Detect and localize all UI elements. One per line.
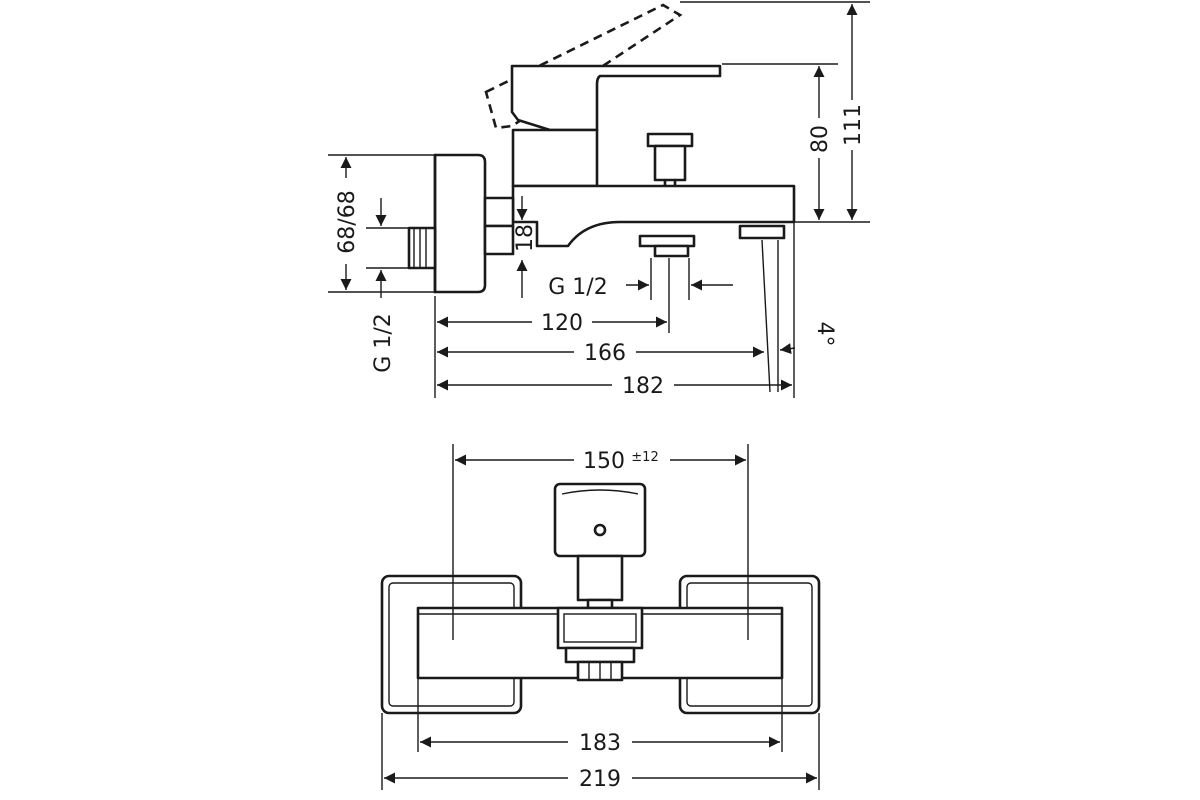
s-union-nut-upper: [483, 196, 515, 228]
wall-cover: [433, 153, 487, 294]
top-extension-lines: [381, 444, 820, 790]
dim-68-label: 68/68: [335, 190, 360, 253]
thread-bottom-label: G 1/2: [548, 275, 607, 300]
spout-body: [511, 184, 796, 248]
dim-183-label: 183: [579, 731, 621, 756]
dim-80-label: 80: [808, 125, 833, 153]
bottom-outlet: [638, 234, 696, 248]
s-union-nut-lower: [483, 224, 515, 256]
mixer-body: [511, 128, 599, 188]
lever-top: [553, 482, 647, 558]
bottom-outlet-thread: [653, 244, 690, 258]
dim-150-tolerance: ±12: [631, 450, 658, 465]
side-view: 111 80 68/68 G 1/2 18 G 1/2 120 166 4°: [328, 1, 870, 399]
aerator: [738, 224, 786, 240]
dim-150-label: 150: [583, 449, 625, 474]
diverter-stem: [653, 144, 687, 182]
dim-219-label: 219: [579, 767, 621, 792]
angle-arrow: [779, 343, 796, 354]
wall-thread: [407, 226, 437, 270]
aerator-front: [564, 646, 636, 664]
diverter-knob: [646, 132, 694, 148]
thread-left-label: G 1/2: [371, 313, 396, 372]
diverter-top: [576, 554, 624, 602]
dim-18-label: 18: [513, 224, 538, 252]
dim-111-label: 111: [841, 104, 866, 146]
spout-front-inner: [563, 613, 637, 643]
dim-166-label: 166: [584, 341, 626, 366]
dim-182-label: 182: [622, 374, 664, 399]
dim-120-label: 120: [541, 311, 583, 336]
top-view: 150 ±12 183 219: [380, 444, 821, 792]
lever-hole: [593, 523, 607, 537]
lever-handle: [510, 64, 722, 132]
angle-label: 4°: [812, 322, 837, 347]
